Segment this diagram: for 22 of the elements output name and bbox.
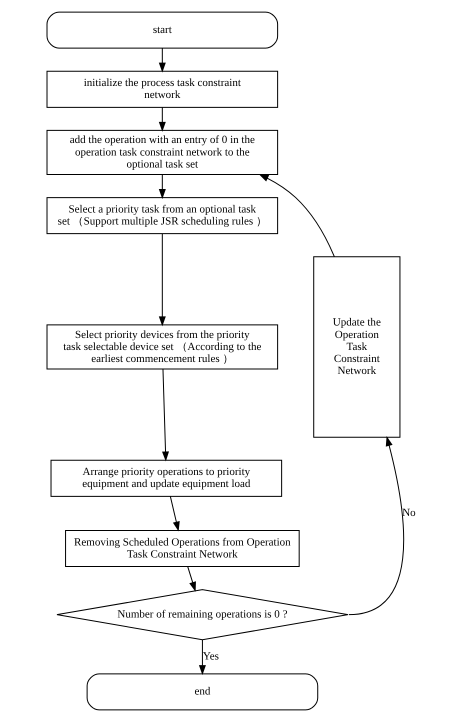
node-box: Select priority devices from the priority task selectable device set （According to the earliest commencement rules ） bbox=[46, 324, 278, 370]
edge-label: No bbox=[402, 507, 416, 520]
node-box: initialize the process task constraint network bbox=[46, 70, 278, 108]
arrow bbox=[258, 174, 334, 257]
node-box: add the operation with an entry of 0 in the operation task constraint network to the optional task set bbox=[46, 130, 278, 175]
node-box: Select a priority task from an optional task set （Support multiple JSR scheduling rules ） bbox=[46, 197, 278, 234]
node-box: Arrange priority operations to priority equipment and update equipment load bbox=[50, 460, 282, 497]
arrow bbox=[348, 436, 404, 616]
node-box: Removing Scheduled Operations from Operation Task Constraint Network bbox=[64, 530, 300, 568]
node-box: Update the Operation Task Constraint Network bbox=[312, 256, 400, 438]
node-box: start bbox=[46, 12, 278, 49]
arrow bbox=[198, 640, 206, 676]
arrow bbox=[158, 48, 166, 73]
arrow bbox=[169, 496, 180, 532]
arrow bbox=[186, 566, 196, 592]
node-diamond: Number of remaining operations is 0 ? bbox=[56, 589, 348, 640]
arrow bbox=[158, 108, 166, 132]
arrow bbox=[158, 174, 166, 200]
node-box: end bbox=[86, 673, 318, 710]
arrow bbox=[162, 369, 169, 462]
edge-label: Yes bbox=[202, 650, 218, 663]
arrow bbox=[158, 234, 166, 326]
